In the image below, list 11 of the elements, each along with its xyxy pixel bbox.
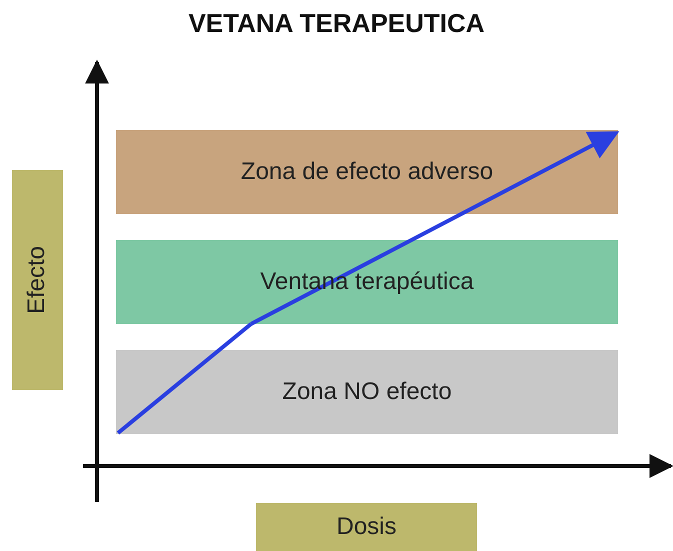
zone-label: Zona NO efecto bbox=[282, 378, 452, 406]
axis-label-box bbox=[256, 503, 477, 551]
axis-label: Dosis bbox=[336, 513, 396, 541]
zone-label: Zona de efecto adverso bbox=[240, 158, 494, 186]
zone-band bbox=[116, 350, 618, 434]
zone-band bbox=[116, 240, 618, 324]
axis-label: Efecto bbox=[24, 246, 52, 314]
axis-label-box bbox=[12, 170, 63, 390]
arrow bbox=[250, 131, 620, 326]
diagram-title: VETANA TERAPEUTICA bbox=[188, 8, 485, 38]
zone-band bbox=[116, 130, 618, 214]
